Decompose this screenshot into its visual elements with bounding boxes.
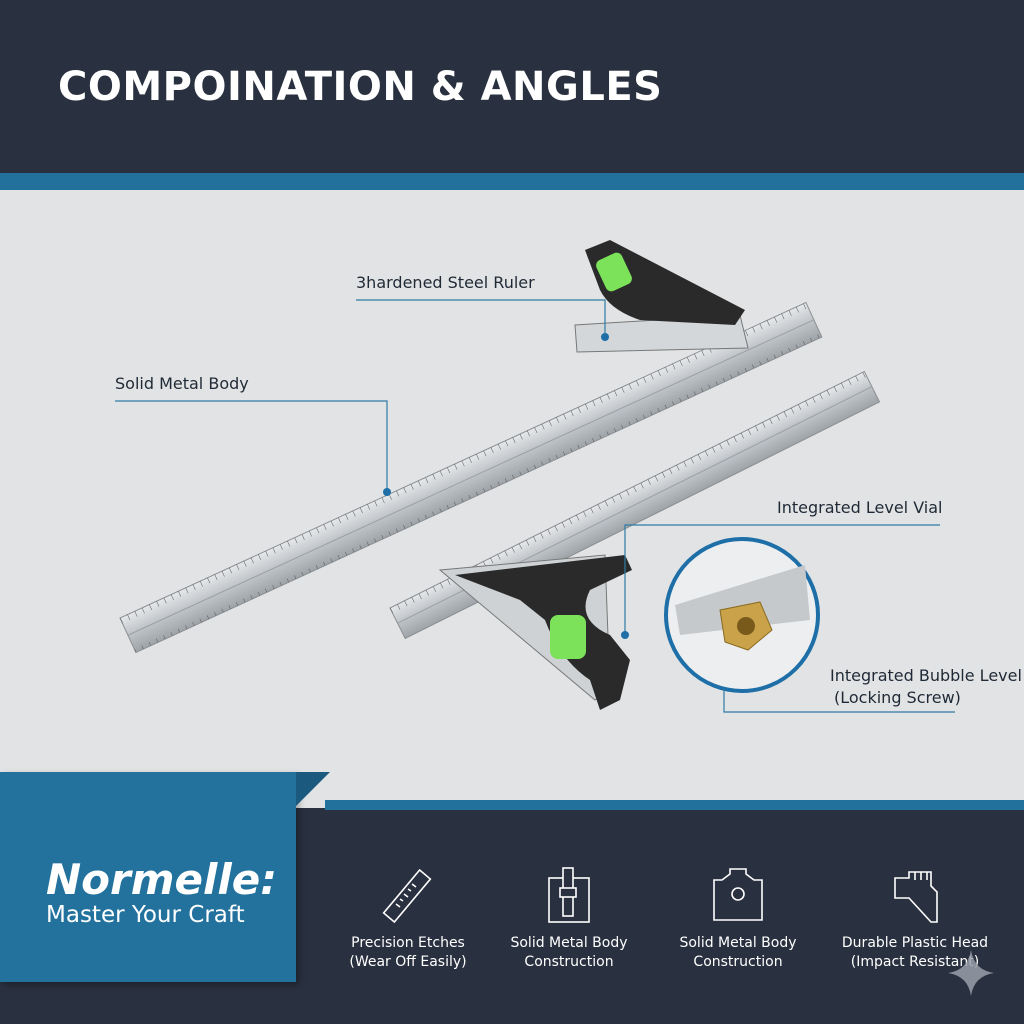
callout-bubble-level: Integrated Bubble Level: [830, 666, 1022, 685]
callout-metal-body: Solid Metal Body: [115, 374, 249, 393]
header-banner: [0, 0, 1024, 173]
sparkle-icon: [948, 950, 994, 996]
footer-stripe: [325, 800, 1024, 810]
ruler-long: [119, 301, 823, 654]
brand-tagline: Master Your Craft: [46, 902, 245, 928]
metal-body-icon: [548, 867, 590, 923]
product-illustration: [115, 240, 955, 713]
metal-head-icon: [713, 868, 763, 921]
brand-panel: [0, 772, 296, 982]
magnifier-detail: [664, 537, 820, 693]
callout-level-vial: Integrated Level Vial: [777, 498, 943, 517]
feature-precision-etches: Precision Etches(Wear Off Easily): [323, 866, 493, 972]
ruler-head-top: [574, 240, 749, 353]
brand-panel-fold: [296, 772, 330, 806]
callout-locking-screw: (Locking Screw): [834, 688, 961, 707]
feature-plastic-head: Durable Plastic Head(Impact Resistant): [830, 866, 1000, 972]
page-title: COMPOINATION & ANGLES: [58, 64, 663, 110]
brand-name: Normelle:: [46, 855, 278, 904]
ruler-icon: [382, 868, 432, 924]
plastic-head-icon: [894, 871, 938, 923]
ruler-head-bottom: [438, 554, 632, 710]
header-stripe: [0, 173, 1024, 190]
callout-steel-ruler: 3hardened Steel Ruler: [356, 273, 535, 292]
